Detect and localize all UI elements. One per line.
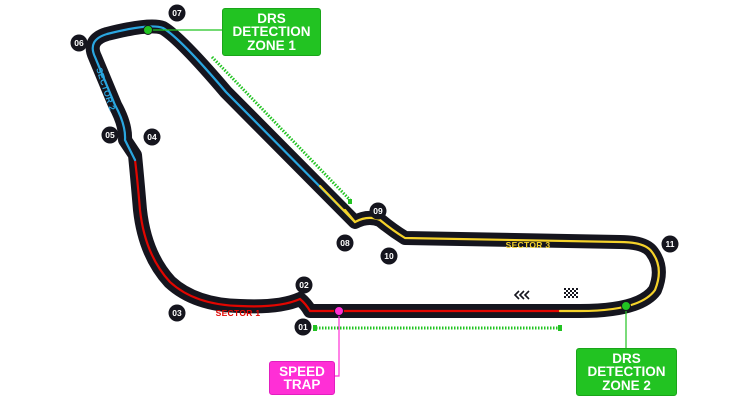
speed-trap-point: [334, 306, 344, 316]
corner-marker-circle: [168, 4, 186, 22]
speed-trap-line1: SPEED: [279, 363, 325, 379]
corner-number: 08: [340, 238, 350, 248]
drs-zone-1-line1: DRS: [257, 10, 286, 26]
corner-number: 11: [666, 239, 675, 249]
corner-marker-06: 06: [70, 34, 88, 52]
track-outline: [85, 19, 666, 318]
checkered-flag-icon: [564, 288, 578, 298]
corner-marker-circle: [70, 34, 88, 52]
chevron-left-icon: [513, 290, 530, 300]
corner-marker-circle: [168, 304, 186, 322]
corner-number: 09: [373, 206, 383, 216]
sector-3-label: SECTOR 3: [506, 240, 551, 250]
corner-marker-circle: [295, 276, 313, 294]
corner-number: 10: [384, 251, 394, 261]
corner-marker-circle: [380, 247, 398, 265]
sector-3-entry: [318, 184, 357, 224]
corner-marker-circle: [143, 128, 161, 146]
corner-marker-circle: [369, 202, 387, 220]
drs-zone-1-end-marker: [348, 199, 352, 204]
corner-number: 02: [299, 280, 309, 290]
sector-1-line: [133, 158, 562, 313]
sector-1-label: SECTOR 1: [216, 308, 261, 318]
corner-marker-05: 05: [101, 126, 119, 144]
drs-zone-2-detection-point: [621, 301, 631, 311]
corner-marker-01: 01: [294, 318, 312, 336]
sector-2-line: [91, 25, 357, 224]
corner-marker-circle: [294, 318, 312, 336]
corner-marker-09: 09: [369, 202, 387, 220]
drs-zone-1-line2: DETECTION: [232, 24, 311, 40]
corner-markers: 01 02 03 04 05 06 07 08 09 10 11: [70, 4, 679, 336]
corner-marker-circle: [101, 126, 119, 144]
corner-number: 05: [105, 130, 115, 140]
drs-zone-1-line3: ZONE 1: [247, 37, 296, 53]
drs-zone-2-start-marker: [313, 325, 317, 331]
corner-marker-04: 04: [143, 128, 161, 146]
corner-marker-10: 10: [380, 247, 398, 265]
drs-zone-2-line2: DETECTION: [587, 364, 666, 380]
corner-marker-07: 07: [168, 4, 186, 22]
corner-number: 03: [172, 308, 182, 318]
corner-number: 07: [172, 8, 182, 18]
corner-marker-11: 11: [661, 235, 679, 253]
drs-detection-zone-2-box: DRS DETECTION ZONE 2: [576, 348, 677, 396]
speed-trap-box: SPEED TRAP: [269, 361, 335, 395]
drs-zone-2-end-marker: [558, 325, 562, 331]
corner-marker-08: 08: [336, 234, 354, 252]
drs-zone-2-line1: DRS: [612, 350, 641, 366]
corner-number: 01: [298, 322, 308, 332]
corner-number: 06: [74, 38, 84, 48]
corner-number: 04: [147, 132, 157, 142]
corner-marker-circle: [336, 234, 354, 252]
drs-zone-2-line3: ZONE 2: [602, 377, 651, 393]
drs-zone-1-detection-point: [143, 25, 153, 35]
speed-trap-line2: TRAP: [283, 377, 321, 392]
drs-detection-zone-1-box: DRS DETECTION ZONE 1: [222, 8, 321, 56]
corner-marker-circle: [661, 235, 679, 253]
corner-marker-02: 02: [295, 276, 313, 294]
speed-trap-leader: [335, 311, 340, 377]
corner-marker-03: 03: [168, 304, 186, 322]
drs-zone-1-line: [210, 55, 352, 202]
